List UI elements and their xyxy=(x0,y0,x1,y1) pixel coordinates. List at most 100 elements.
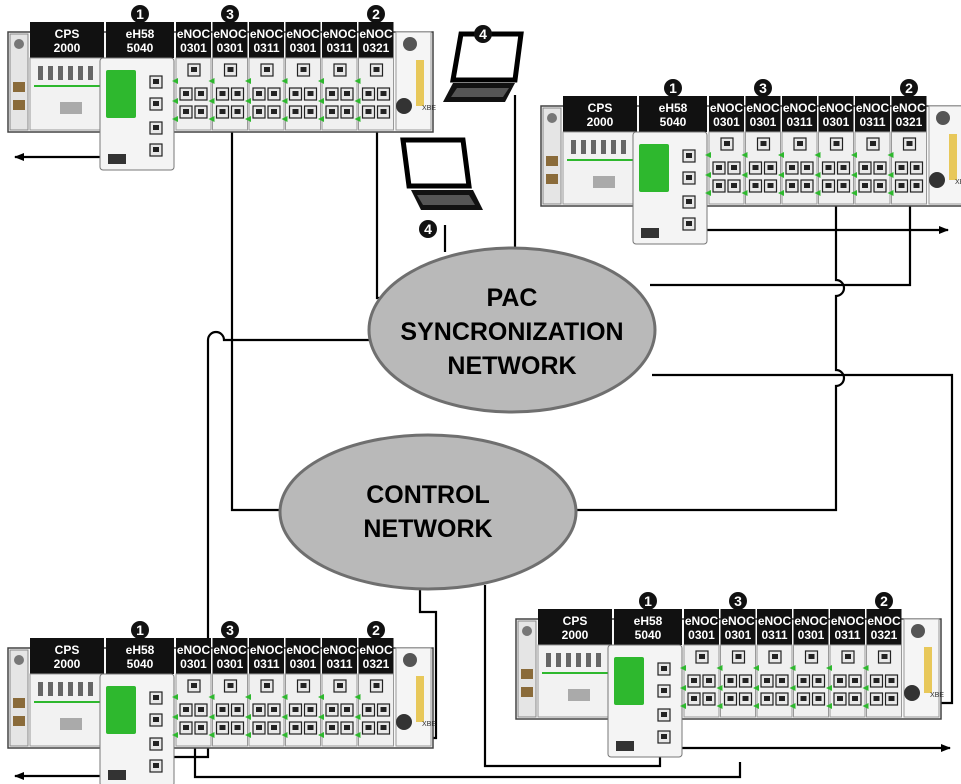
enoc-service-port xyxy=(260,63,274,77)
enoc-port-b1 xyxy=(687,692,701,706)
enoc-port-b2 xyxy=(194,105,208,119)
enoc-port-b2 xyxy=(775,692,789,706)
enoc-0321-callout: 2 xyxy=(367,5,385,23)
enoc-port-a2 xyxy=(775,674,789,688)
enoc-service-port xyxy=(223,63,238,77)
enoc-service-port xyxy=(768,650,782,664)
enoc-module-name: eNOC xyxy=(323,643,357,657)
enoc-port-b2 xyxy=(303,721,318,735)
enoc-port-a2 xyxy=(702,674,716,688)
enoc-0321-callout: 2 xyxy=(367,621,385,639)
enoc-0321-callout-number: 2 xyxy=(372,622,380,638)
enoc-service-port xyxy=(187,679,201,693)
enoc-0301-callout-number: 3 xyxy=(734,593,742,609)
enoc-port-b1 xyxy=(748,179,763,193)
enoc-port-b1 xyxy=(179,105,193,119)
xbe-label: XBE xyxy=(422,721,436,728)
enoc-module-name: eNOC xyxy=(721,614,755,628)
enoc-service-port xyxy=(731,650,746,664)
enoc-service-port xyxy=(333,679,347,693)
enoc-port-b1 xyxy=(858,179,872,193)
enoc-port-a2 xyxy=(836,161,851,175)
enoc-service-port xyxy=(877,650,892,664)
enoc-port-b2 xyxy=(738,692,753,706)
enoc-module-name: eNOC xyxy=(286,27,320,41)
enoc-module-ref: 0321 xyxy=(363,41,390,55)
enoc-port-b2 xyxy=(194,721,208,735)
enoc-port-b1 xyxy=(723,692,738,706)
enoc-port-b2 xyxy=(376,721,391,735)
cps-module-ref: 2000 xyxy=(54,41,81,55)
enoc-port-a2 xyxy=(376,703,391,717)
enoc-port-a2 xyxy=(376,87,391,101)
rack-top-left: CPS2000eH5850401eNOC0301eNOC0301eNOC0311… xyxy=(7,5,436,171)
rack4-uplink-arrow xyxy=(653,733,951,752)
enoc-port-b2 xyxy=(836,179,851,193)
enoc-port-a2 xyxy=(303,703,318,717)
enoc-port-b1 xyxy=(215,105,230,119)
enoc-module-name: eNOC xyxy=(856,101,890,115)
enoc-port-a1 xyxy=(325,87,339,101)
rack2-noc0321-to-pac-cable xyxy=(650,193,912,287)
rack-bottom-left: CPS2000eH5850401eNOC0301eNOC0301eNOC0311… xyxy=(7,621,436,784)
enoc-module-name: eNOC xyxy=(867,614,901,628)
enoc-port-b2 xyxy=(909,179,924,193)
rack-top-right: CPS2000eH5850401eNOC0301eNOC0301eNOC0311… xyxy=(540,79,961,245)
enoc-port-a1 xyxy=(288,703,303,717)
enoc-module-name: eNOC xyxy=(794,614,828,628)
enoc-port-a2 xyxy=(800,161,814,175)
enoc-service-port xyxy=(793,137,807,151)
enoc-port-a2 xyxy=(194,87,208,101)
enoc-port-b2 xyxy=(884,692,899,706)
cpu-eth-port-3 xyxy=(682,217,696,231)
enoc-port-a1 xyxy=(361,87,376,101)
enoc-port-a1 xyxy=(712,161,726,175)
enoc-port-a1 xyxy=(288,87,303,101)
enoc-service-port xyxy=(720,137,734,151)
control-network-label-line2: NETWORK xyxy=(363,515,492,543)
enoc-port-a2 xyxy=(873,161,887,175)
enoc-module-name: eNOC xyxy=(177,643,211,657)
enoc-port-a2 xyxy=(848,674,862,688)
enoc-module-ref: 0301 xyxy=(823,115,850,129)
enoc-service-port xyxy=(866,137,880,151)
enoc-module-ref: 0301 xyxy=(290,41,317,55)
cps-module-name: CPS xyxy=(55,643,80,657)
enoc-service-port xyxy=(296,679,311,693)
enoc-service-port xyxy=(223,679,238,693)
enoc-0301-callout: 3 xyxy=(754,79,772,97)
enoc-port-b1 xyxy=(869,692,884,706)
cpu-callout: 1 xyxy=(639,592,657,610)
rack-end-bracket: XBE xyxy=(903,618,944,718)
enoc-0321-callout-number: 2 xyxy=(905,80,913,96)
enoc-module-ref: 0321 xyxy=(896,115,923,129)
enoc-module-ref: 0301 xyxy=(180,41,207,55)
enoc-port-b2 xyxy=(303,105,318,119)
enoc-0301-callout: 3 xyxy=(221,621,239,639)
enoc-port-b1 xyxy=(712,179,726,193)
laptop-2-callout: 4 xyxy=(424,221,432,237)
enoc-port-a1 xyxy=(858,161,872,175)
enoc-service-port xyxy=(369,63,384,77)
enoc-module-ref: 0321 xyxy=(871,628,898,642)
cpu-module-ref: 5040 xyxy=(127,41,154,55)
enoc-port-b2 xyxy=(811,692,826,706)
xbe-label: XBE xyxy=(930,692,944,699)
enoc-module-ref: 0311 xyxy=(326,657,352,671)
enoc-service-port xyxy=(695,650,709,664)
cpu-callout-number: 1 xyxy=(669,80,677,96)
cpu-usb-port xyxy=(657,662,671,676)
enoc-module-name: eNOC xyxy=(213,27,247,41)
enoc-module-name: eNOC xyxy=(323,27,357,41)
